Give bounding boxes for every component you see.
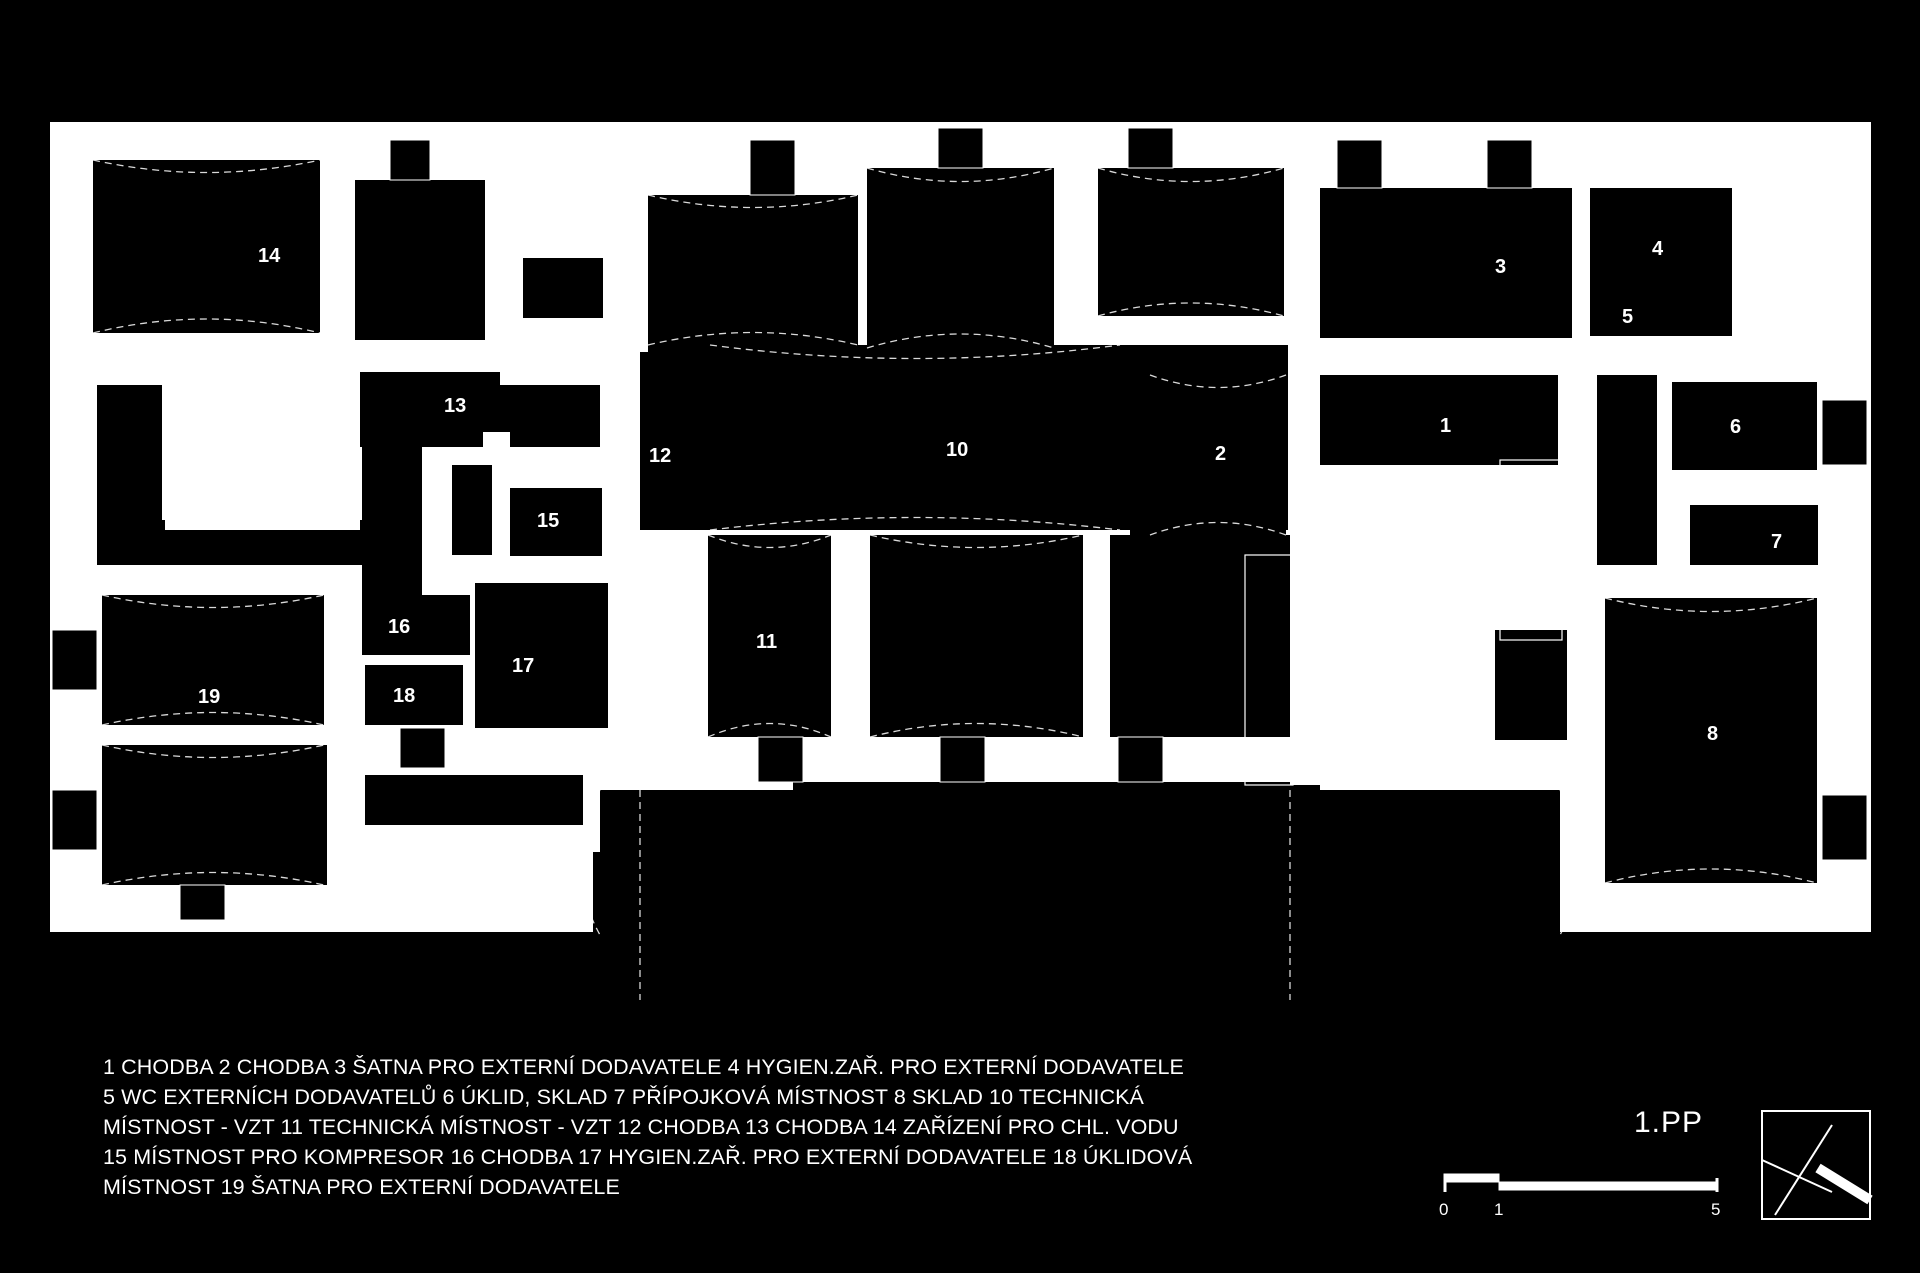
stairs bbox=[179, 371, 1563, 786]
room-number: 2 bbox=[1215, 443, 1226, 465]
scale-bar bbox=[1443, 1173, 1719, 1192]
room-6 bbox=[1672, 382, 1817, 470]
room-number: 5 bbox=[1622, 306, 1633, 328]
room-14 bbox=[93, 160, 320, 333]
room-3 bbox=[1320, 188, 1572, 338]
room-number: 16 bbox=[388, 616, 410, 638]
room-16 bbox=[362, 595, 470, 655]
room-19 bbox=[102, 595, 324, 725]
scale-label-5: 5 bbox=[1711, 1200, 1721, 1219]
room-10 bbox=[710, 345, 1120, 530]
room-number: 7 bbox=[1771, 531, 1782, 553]
room-number: 1 bbox=[1440, 415, 1451, 437]
room-2 bbox=[1150, 375, 1286, 535]
room-1 bbox=[1320, 375, 1558, 465]
scale-label-0: 0 bbox=[1439, 1200, 1449, 1219]
vault-lines bbox=[92, 159, 1818, 1000]
floor-label: 1.PP bbox=[1634, 1106, 1704, 1139]
room-11 bbox=[708, 535, 831, 737]
room-number: 6 bbox=[1730, 416, 1741, 438]
north-arrow-icon bbox=[1761, 1110, 1873, 1220]
room-number: 18 bbox=[393, 685, 415, 707]
room-number: 13 bbox=[444, 395, 466, 417]
room-number: 11 bbox=[756, 631, 777, 653]
room-number: 3 bbox=[1495, 256, 1506, 278]
lightwells bbox=[165, 385, 1490, 785]
legend-line: 5 WC EXTERNÍCH DODAVATELŮ 6 ÚKLID, SKLAD… bbox=[103, 1085, 1144, 1109]
room-number: 17 bbox=[512, 655, 534, 677]
room-7 bbox=[1690, 505, 1818, 565]
room-legend: 1 CHODBA 2 CHODBA 3 ŠATNA PRO EXTERNÍ DO… bbox=[103, 1052, 1353, 1202]
legend-line: 1 CHODBA 2 CHODBA 3 ŠATNA PRO EXTERNÍ DO… bbox=[103, 1055, 1184, 1079]
room-18 bbox=[365, 665, 463, 725]
room-8 bbox=[1605, 598, 1817, 883]
room-number: 4 bbox=[1652, 238, 1664, 260]
room-number: 10 bbox=[946, 439, 968, 461]
room-number: 14 bbox=[258, 245, 281, 267]
legend-line: 15 MÍSTNOST PRO KOMPRESOR 16 CHODBA 17 H… bbox=[103, 1145, 1193, 1169]
room-number: 8 bbox=[1707, 723, 1718, 745]
room-17 bbox=[475, 583, 608, 728]
room-labels: 1 2 3 4 5 6 7 8 10 11 12 13 14 15 16 17 … bbox=[198, 238, 1782, 745]
room-number: 19 bbox=[198, 686, 220, 708]
legend-line: MÍSTNOST 19 ŠATNA PRO EXTERNÍ DODAVATELE bbox=[103, 1175, 620, 1199]
windows bbox=[51, 127, 1868, 921]
room-number: 15 bbox=[537, 510, 559, 532]
room-number: 12 bbox=[649, 445, 671, 467]
room-15 bbox=[510, 488, 602, 556]
scale-label-1: 1 bbox=[1494, 1200, 1504, 1219]
rooms bbox=[93, 160, 1818, 935]
room-4 bbox=[1590, 188, 1732, 336]
legend-line: MÍSTNOST - VZT 11 TECHNICKÁ MÍSTNOST - V… bbox=[103, 1115, 1179, 1139]
